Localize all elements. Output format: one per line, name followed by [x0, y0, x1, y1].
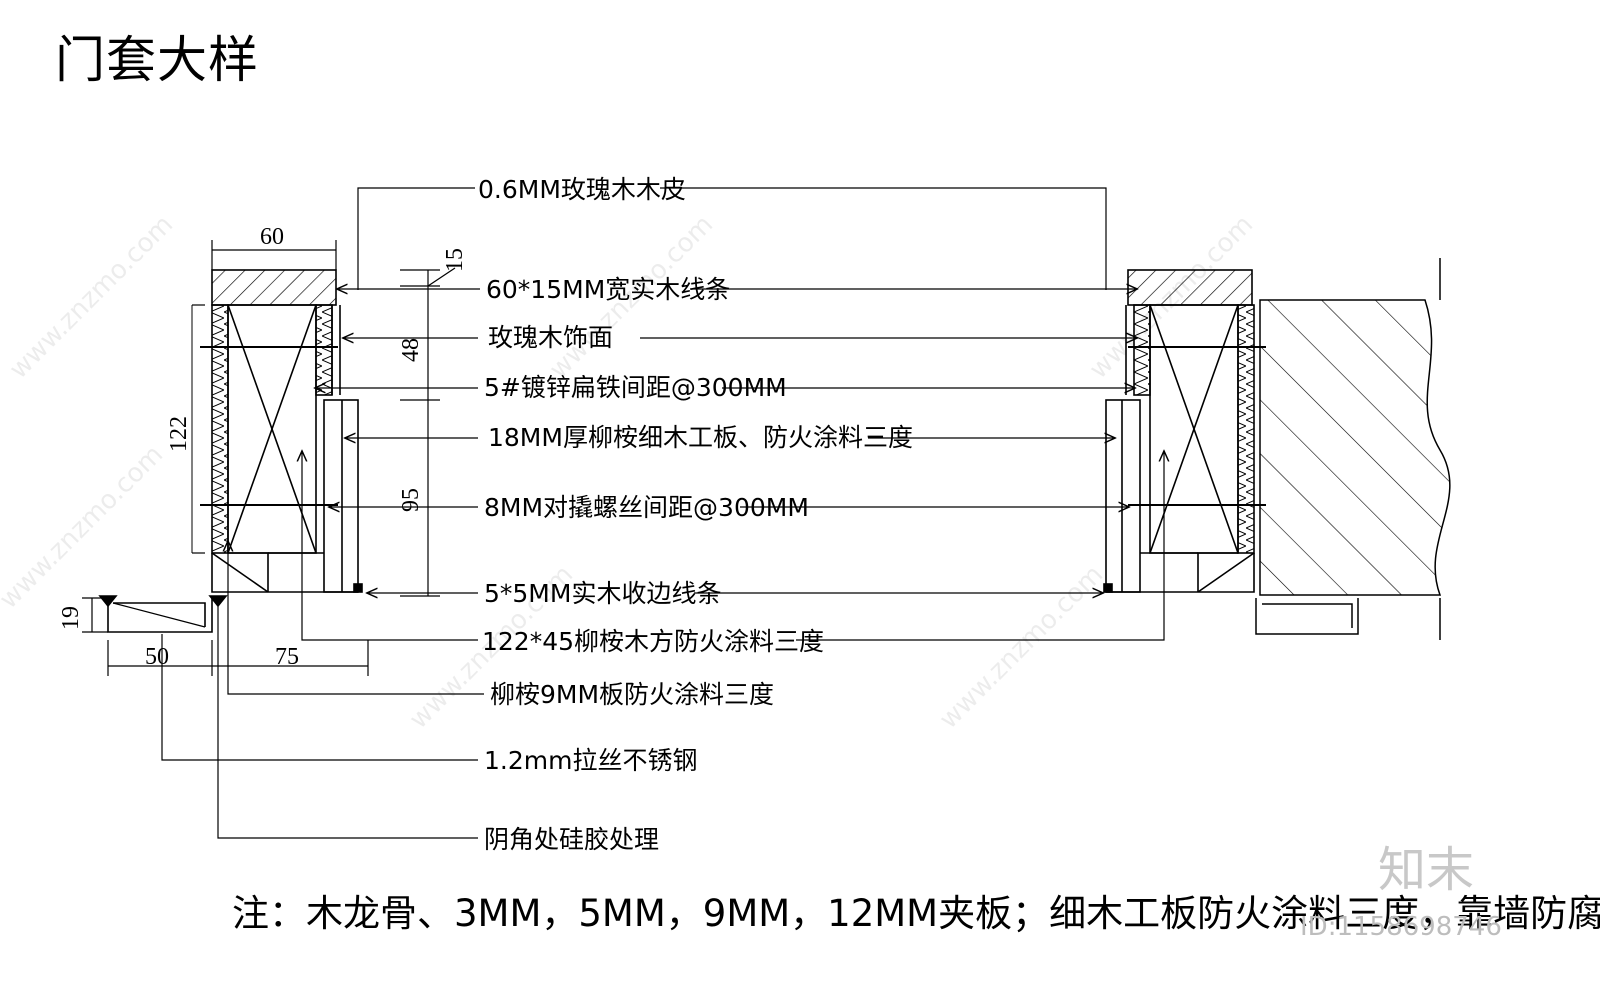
footer-note: 注：木龙骨、3MM，5MM，9MM，12MM夹板；细木工板防火涂料三度，靠墙防腐… — [232, 892, 1600, 935]
watermark-text: www.znzmo.com — [4, 210, 179, 385]
dim-base-width-left: 50 — [145, 644, 169, 670]
label-bolts: 8MM对撬螺丝间距@300MM — [484, 493, 809, 522]
left-top-trim — [211, 269, 337, 306]
dim-upper-height: 48 — [398, 338, 424, 362]
label-9mm-board: 柳桉9MM板防火涂料三度 — [490, 680, 774, 709]
label-edge-trim: 5*5MM实木收边线条 — [484, 579, 721, 608]
right-jamb — [1103, 269, 1266, 593]
dim-top-width: 60 — [260, 224, 284, 250]
label-timber-square: 122*45柳桉木方防火涂料三度 — [482, 627, 824, 656]
label-solid-wood-trim: 60*15MM宽实木线条 — [486, 275, 730, 304]
dimension-lines — [82, 240, 456, 676]
image-id-watermark: ID:1158698746 — [1300, 912, 1502, 942]
dim-base-height: 19 — [58, 606, 84, 630]
watermark-text: www.znzmo.com — [934, 560, 1109, 735]
page-title: 门套大样 — [55, 31, 259, 89]
right-outer-veneer — [1237, 304, 1255, 554]
right-wall — [1255, 258, 1451, 640]
leader-lines — [161, 187, 1164, 839]
dim-left-height: 122 — [166, 416, 192, 452]
label-rosewood-facing: 玫瑰木饰面 — [488, 323, 613, 352]
brand-watermark: 知末 — [1378, 842, 1475, 898]
label-silicone-corner: 阴角处硅胶处理 — [484, 825, 659, 854]
left-jamb — [191, 269, 363, 593]
label-galvanized-flat-iron: 5#镀锌扁铁间距@300MM — [484, 373, 787, 402]
left-base-stainless — [98, 595, 228, 633]
watermark-text: www.znzmo.com — [0, 440, 169, 615]
label-rosewood-veneer: 0.6MM玫瑰木木皮 — [478, 175, 686, 204]
dim-lower-height: 95 — [398, 488, 424, 512]
right-plywood-board — [1105, 399, 1141, 593]
left-inner-veneer — [315, 304, 333, 396]
left-outer-veneer — [211, 304, 229, 554]
left-plywood-board — [323, 399, 359, 593]
label-blockboard: 18MM厚柳桉细木工板、防火涂料三度 — [488, 423, 913, 452]
dim-base-width-right: 75 — [275, 644, 299, 670]
label-stainless-steel: 1.2mm拉丝不锈钢 — [484, 746, 697, 775]
right-inner-veneer — [1133, 304, 1151, 396]
dim-top-thickness: 15 — [442, 248, 468, 272]
